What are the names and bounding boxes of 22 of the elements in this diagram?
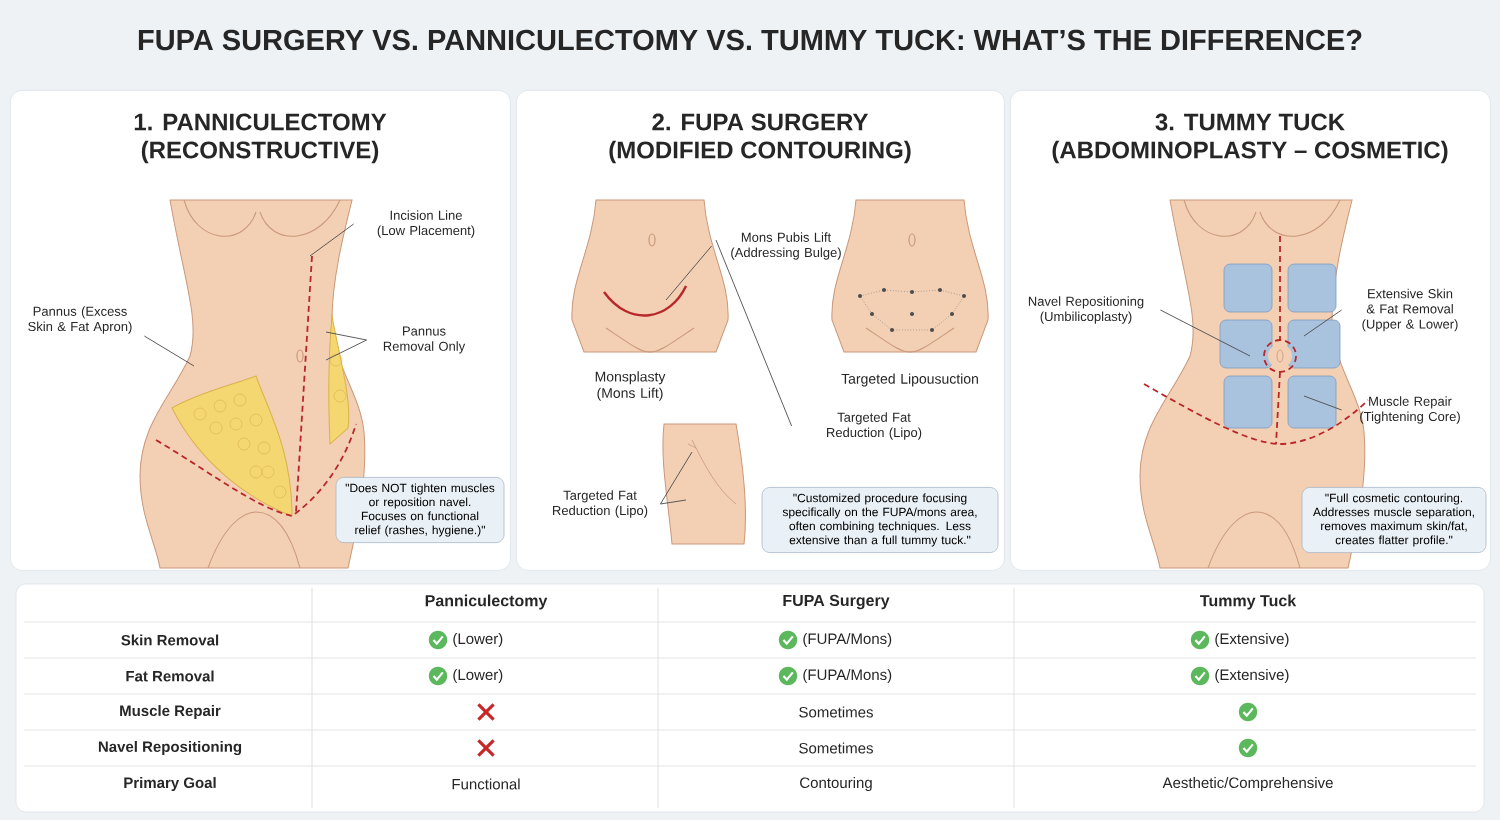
leader-line [1303,395,1343,411]
panel-heading: 2. FUPA SURGERY [652,113,869,131]
panel-subheading: (RECONSTRUCTIVE) [141,140,379,164]
leader-line [143,335,195,367]
column-header: Panniculectomy [425,594,548,610]
title: FUPA SURGERY VS. PANNICULECTOMY VS. TUMMY TUCK: WHAT’S THE DIFFERENCE? [138,29,1362,51]
panel-subheading: (ABDOMINOPLASTY – COSMETIC) [1052,140,1448,164]
lower-body-drawing [571,199,729,353]
leader-line [659,451,693,505]
panel-heading: 3. TUMMY TUCK [1155,113,1345,131]
leader-line [1159,309,1251,357]
thigh-drawing [662,423,747,545]
leader-line [325,339,368,361]
panel-subheading: (MODIFIED CONTOURING) [609,140,911,164]
leader-line [325,331,368,341]
column-header: FUPA Surgery [783,594,890,610]
leader-line [665,245,713,301]
leader-line [1303,309,1343,337]
leader-line [659,499,687,505]
column-header: Tummy Tuck [1200,594,1297,610]
panel-heading: 1. PANNICULECTOMY [134,113,387,131]
leader-line [715,239,793,427]
